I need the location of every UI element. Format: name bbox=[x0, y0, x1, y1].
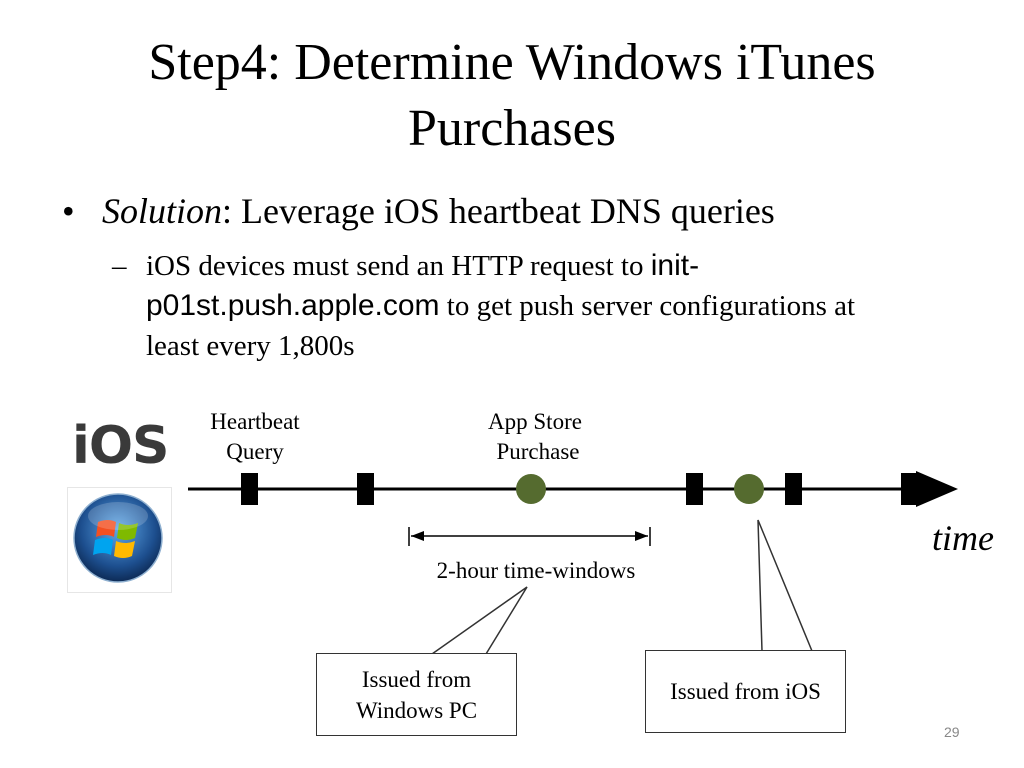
callout-windows-line-2: Windows PC bbox=[355, 697, 478, 723]
callout-tail-ios bbox=[757, 519, 813, 652]
window-arrow-right bbox=[635, 531, 648, 541]
page-number: 29 bbox=[944, 724, 960, 740]
ios-logo: iOS bbox=[72, 416, 169, 476]
heartbeat-marker bbox=[357, 473, 374, 505]
callout-tail-windows bbox=[431, 586, 528, 655]
heartbeat-label-line-2: Query bbox=[226, 439, 284, 464]
app-store-purchase-label: App Store Purchase bbox=[468, 407, 602, 467]
heartbeat-label-line-1: Heartbeat bbox=[210, 409, 300, 434]
callout-windows-pc: Issued from Windows PC bbox=[316, 653, 517, 736]
heartbeat-query-label: Heartbeat Query bbox=[190, 407, 320, 467]
sub-bullet-text-before: iOS devices must send an HTTP request to bbox=[146, 250, 651, 282]
slide-title: Step4: Determine Windows iTunes Purchase… bbox=[0, 30, 1024, 162]
sub-bullet-marker: – bbox=[112, 250, 127, 282]
heartbeat-marker bbox=[785, 473, 802, 505]
title-line-2: Purchases bbox=[408, 100, 616, 157]
push-domain: init-p01st.push.apple.com bbox=[146, 249, 700, 322]
time-window-label: 2-hour time-windows bbox=[436, 558, 636, 583]
windows-logo-icon bbox=[67, 487, 172, 593]
purchase-label-line-2: Purchase bbox=[496, 439, 580, 464]
heartbeat-marker bbox=[686, 473, 703, 505]
solution-label: Solution bbox=[102, 191, 223, 231]
window-arrow-left bbox=[411, 531, 424, 541]
title-line-1: Step4: Determine Windows iTunes bbox=[148, 34, 876, 91]
callout-ios: Issued from iOS bbox=[645, 650, 846, 733]
purchase-marker bbox=[734, 474, 764, 504]
bullet-marker: • bbox=[62, 191, 75, 231]
callout-windows-line-1: Issued from bbox=[361, 666, 472, 692]
sub-bullet-text: iOS devices must send an HTTP request to… bbox=[146, 246, 866, 366]
heartbeat-marker bbox=[901, 473, 918, 505]
time-axis-label: time bbox=[932, 518, 994, 558]
bullet-text: Solution: Leverage iOS heartbeat DNS que… bbox=[102, 188, 775, 234]
purchase-marker bbox=[516, 474, 546, 504]
sub-bullet-text-after: to get push server configurations at lea… bbox=[146, 290, 856, 362]
purchase-label-line-1: App Store bbox=[488, 409, 582, 434]
solution-text: : Leverage iOS heartbeat DNS queries bbox=[222, 191, 775, 231]
heartbeat-marker bbox=[241, 473, 258, 505]
